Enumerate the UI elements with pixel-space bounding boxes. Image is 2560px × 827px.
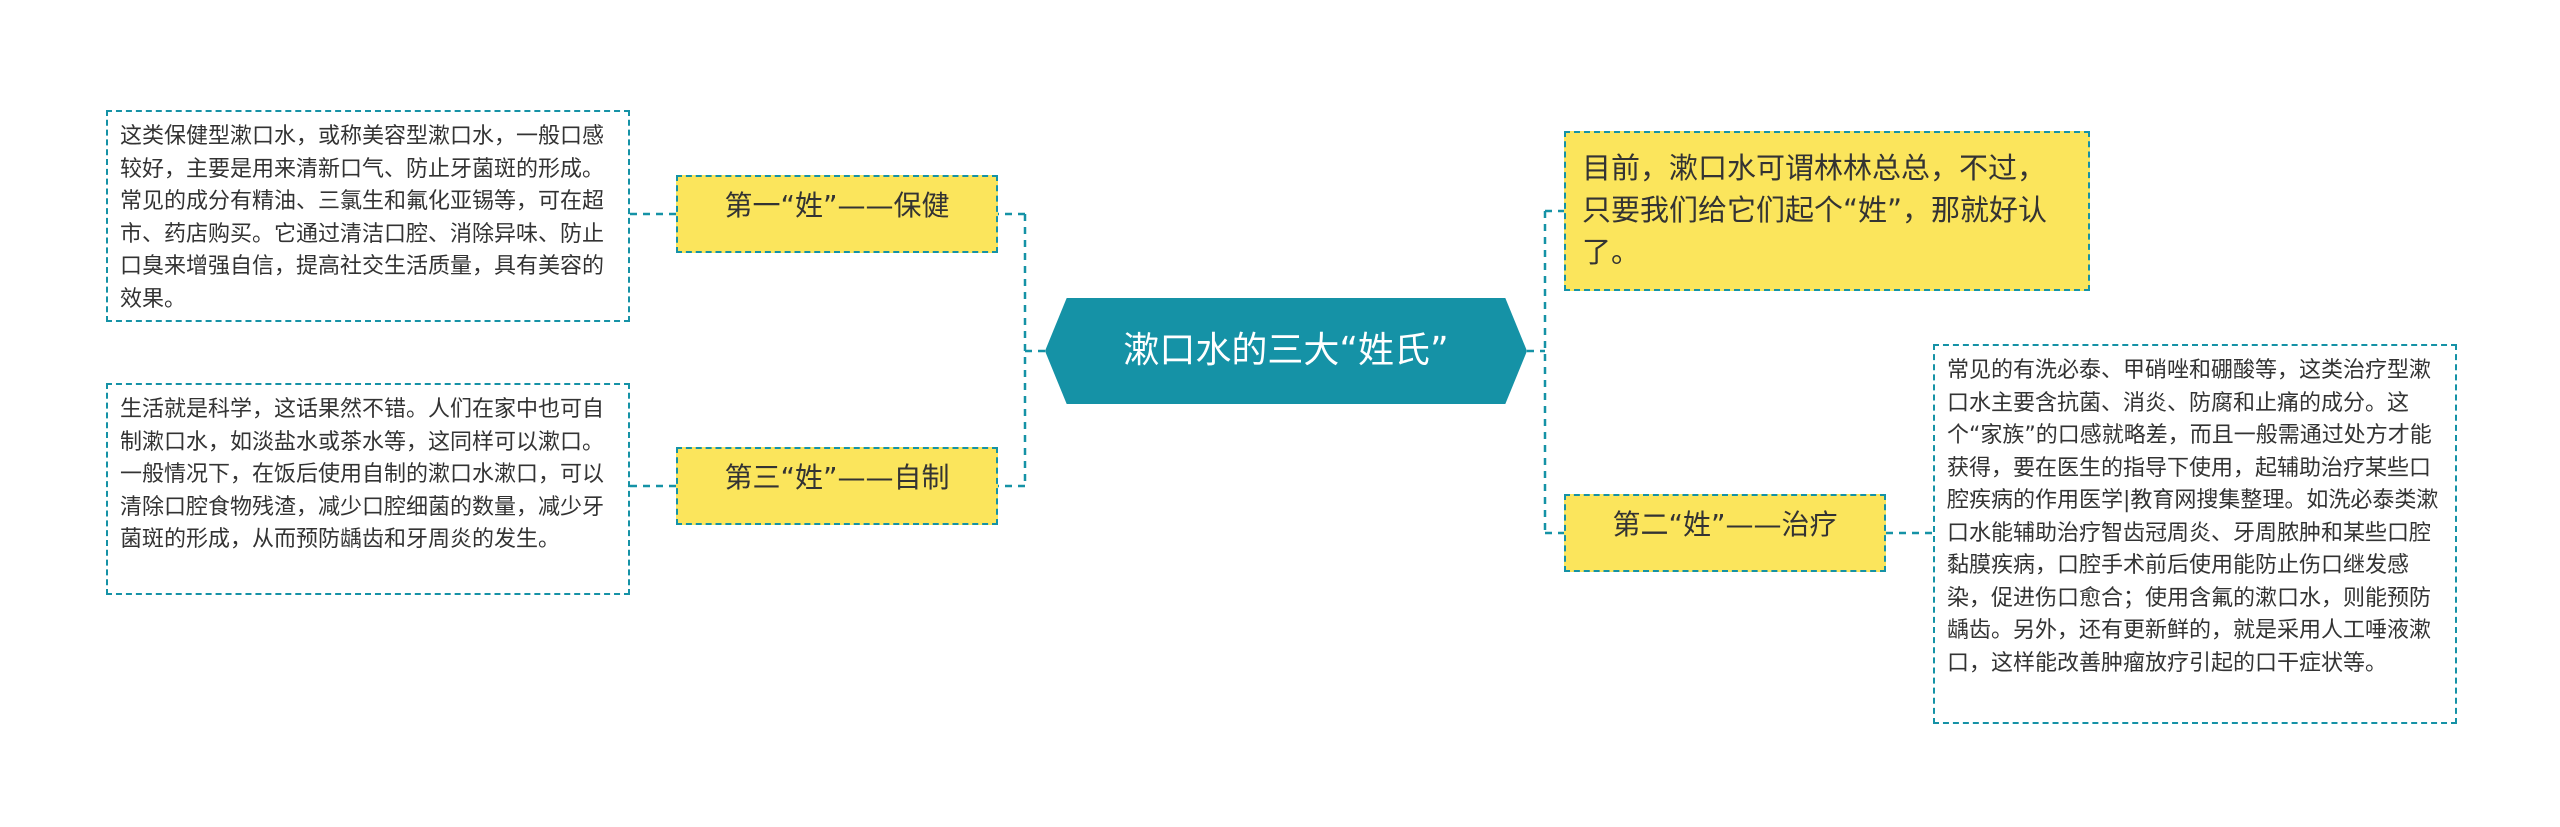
connector-center-left [1023, 214, 1045, 486]
note-second-treatment[interactable]: 常见的有洗必泰、甲硝唑和硼酸等，这类治疗型漱口水主要含抗菌、消炎、防腐和止痛的成… [1933, 344, 2457, 724]
branch-second-treatment[interactable]: 第二“姓”——治疗 [1564, 494, 1886, 572]
branch-third-homemade[interactable]: 第三“姓”——自制 [676, 447, 998, 525]
note-first-health-care[interactable]: 这类保健型漱口水，或称美容型漱口水，一般口感较好，主要是用来清新口气、防止牙菌斑… [106, 110, 630, 322]
central-topic[interactable]: 漱口水的三大“姓氏” [1045, 298, 1527, 404]
note-third-homemade[interactable]: 生活就是科学，这话果然不错。人们在家中也可自制漱口水，如淡盐水或茶水等，这同样可… [106, 383, 630, 595]
connector-center-right [1527, 211, 1547, 533]
branch-intro[interactable]: 目前，漱口水可谓林林总总，不过，只要我们给它们起个“姓”，那就好认了。 [1564, 131, 2090, 291]
branch-first-health-care[interactable]: 第一“姓”——保健 [676, 175, 998, 253]
